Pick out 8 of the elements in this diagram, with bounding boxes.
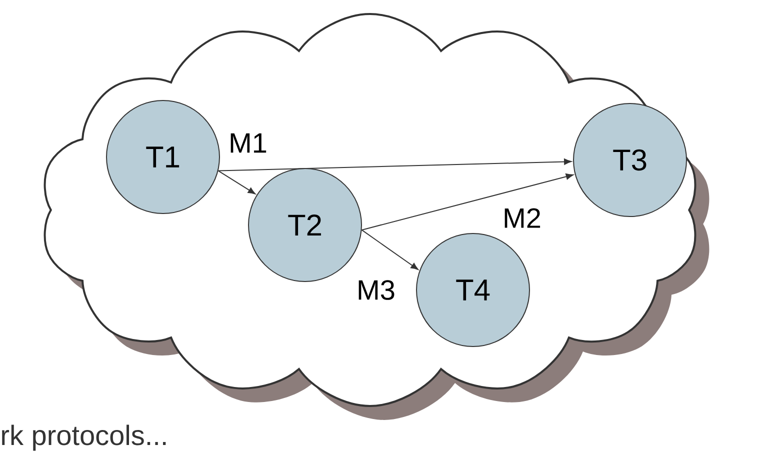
arrow: [361, 174, 574, 230]
caption-text: rk protocols...: [2, 424, 166, 451]
arrow: [218, 170, 256, 194]
edge-label: M2: [502, 207, 542, 229]
arrow: [361, 229, 418, 270]
edge-label: M3: [356, 279, 396, 301]
edge-label: M1: [228, 132, 268, 154]
arrow: [218, 158, 572, 172]
